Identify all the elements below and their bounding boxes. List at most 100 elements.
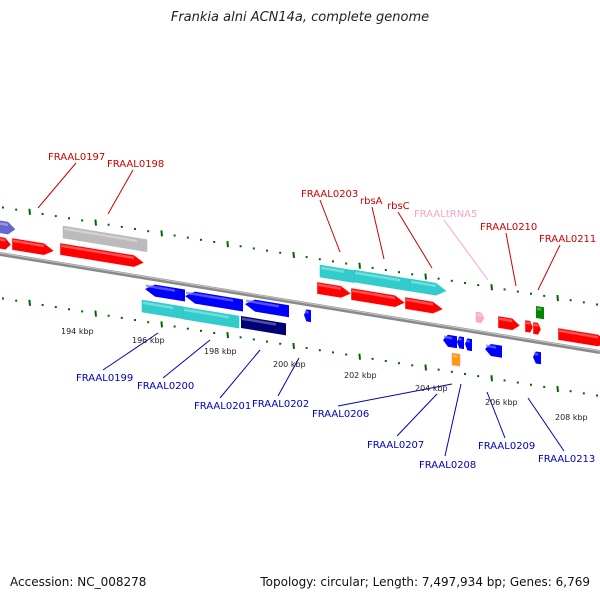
major-tick	[226, 332, 229, 339]
kbp-tick-label: 208 kbp	[555, 413, 588, 422]
minor-tick	[332, 351, 334, 354]
gene-fraal0211-highlight	[559, 329, 598, 339]
accession-text: Accession: NC_008278	[10, 575, 147, 589]
major-tick	[292, 342, 295, 350]
minor-tick	[464, 281, 466, 284]
minor-tick	[450, 370, 453, 373]
gene-fraal0208-highlight	[453, 354, 458, 358]
minor-tick	[411, 273, 414, 276]
gene-fraal0196b	[0, 236, 12, 250]
gene-label: FRAAL0201	[194, 401, 251, 412]
minor-tick	[332, 260, 334, 263]
minor-tick	[450, 279, 453, 282]
minor-tick	[569, 299, 572, 302]
leader-line	[277, 357, 300, 397]
leader-line	[444, 383, 462, 457]
gene-label: FRAAL0203	[301, 189, 358, 200]
minor-tick	[266, 249, 268, 252]
minor-tick	[54, 306, 57, 309]
minor-tick	[503, 379, 506, 382]
gene-label: FRAAL0202	[252, 399, 309, 410]
gene-fraal0198-highlight	[61, 244, 134, 260]
leader-line	[396, 393, 438, 437]
gene-label: FRAAL0197	[48, 152, 105, 163]
kbp-tick-label: 204 kbp	[415, 384, 448, 393]
gene-fraal0202-highlight	[305, 310, 309, 314]
gene-label: FRAAL0207	[367, 440, 424, 451]
minor-tick	[477, 375, 480, 378]
minor-tick	[147, 321, 150, 324]
minor-tick	[213, 240, 216, 243]
minor-tick	[41, 303, 44, 306]
leader-line	[397, 211, 433, 269]
minor-tick	[173, 234, 176, 237]
leader-line	[219, 349, 261, 399]
kbp-tick-label: 202 kbp	[344, 371, 377, 380]
minor-tick	[213, 331, 216, 334]
major-tick	[556, 294, 559, 302]
minor-tick	[596, 394, 598, 397]
gene-label: rbsC	[387, 201, 410, 212]
gene-label: FRAALtRNA5	[414, 209, 477, 220]
kbp-tick-label: 196 kbp	[132, 336, 165, 345]
minor-tick	[279, 251, 282, 254]
minor-tick	[239, 245, 242, 248]
gene-fraal0210b-highlight	[526, 321, 531, 325]
gene-fraal0201	[245, 299, 289, 318]
minor-tick	[318, 349, 321, 352]
major-tick	[28, 208, 31, 215]
minor-tick	[200, 238, 202, 241]
gene-fraal0196b-highlight	[0, 238, 6, 242]
gene-fraal0200-cyan-highlight	[184, 308, 229, 319]
minor-tick	[81, 219, 84, 222]
major-tick	[28, 299, 31, 306]
gene-rbsa-cyan-highlight	[355, 271, 400, 282]
gene-label: FRAAL0210	[480, 222, 537, 233]
leader-line	[486, 391, 506, 439]
major-tick	[358, 353, 361, 360]
leader-line	[107, 169, 134, 215]
leader-line	[505, 232, 517, 287]
reverse-tick-row	[2, 297, 598, 397]
minor-tick	[279, 342, 282, 345]
minor-tick	[266, 340, 268, 343]
minor-tick	[516, 381, 519, 384]
major-tick	[94, 310, 97, 317]
kbp-tick-label: 206 kbp	[485, 398, 518, 407]
gene-trna5-highlight	[477, 313, 482, 317]
minor-tick	[345, 262, 348, 265]
gene-fraal0197-highlight	[13, 239, 44, 248]
gene-fraal0201-highlight	[246, 299, 279, 308]
major-tick	[424, 364, 427, 371]
major-tick	[556, 385, 559, 393]
major-tick	[424, 273, 427, 280]
minor-tick	[305, 256, 308, 259]
gene-label: FRAAL0213	[538, 454, 595, 465]
minor-tick	[2, 297, 4, 300]
minor-tick	[2, 206, 4, 209]
minor-tick	[318, 258, 321, 261]
gene-label: FRAAL0209	[478, 441, 535, 452]
gene-fraal0198-grey-highlight	[64, 227, 137, 243]
minor-tick	[41, 212, 44, 215]
minor-tick	[81, 310, 84, 313]
map-title: Frankia alni ACN14a, complete genome	[170, 10, 430, 25]
major-tick	[160, 230, 163, 237]
gene-fraal0206b-highlight	[458, 337, 462, 341]
gene-fraal0200	[185, 291, 243, 312]
kbp-tick-label: 194 kbp	[61, 327, 94, 336]
leader-line	[319, 199, 341, 253]
forward-tick-row	[2, 206, 598, 306]
major-tick	[160, 321, 163, 328]
major-tick	[358, 262, 361, 269]
gene-fraal0207-highlight	[466, 339, 470, 343]
minor-tick	[54, 215, 57, 218]
gene-label: FRAAL0199	[76, 373, 133, 384]
minor-tick	[398, 362, 400, 365]
gene-label: FRAAL0208	[419, 460, 476, 471]
minor-tick	[596, 303, 598, 306]
